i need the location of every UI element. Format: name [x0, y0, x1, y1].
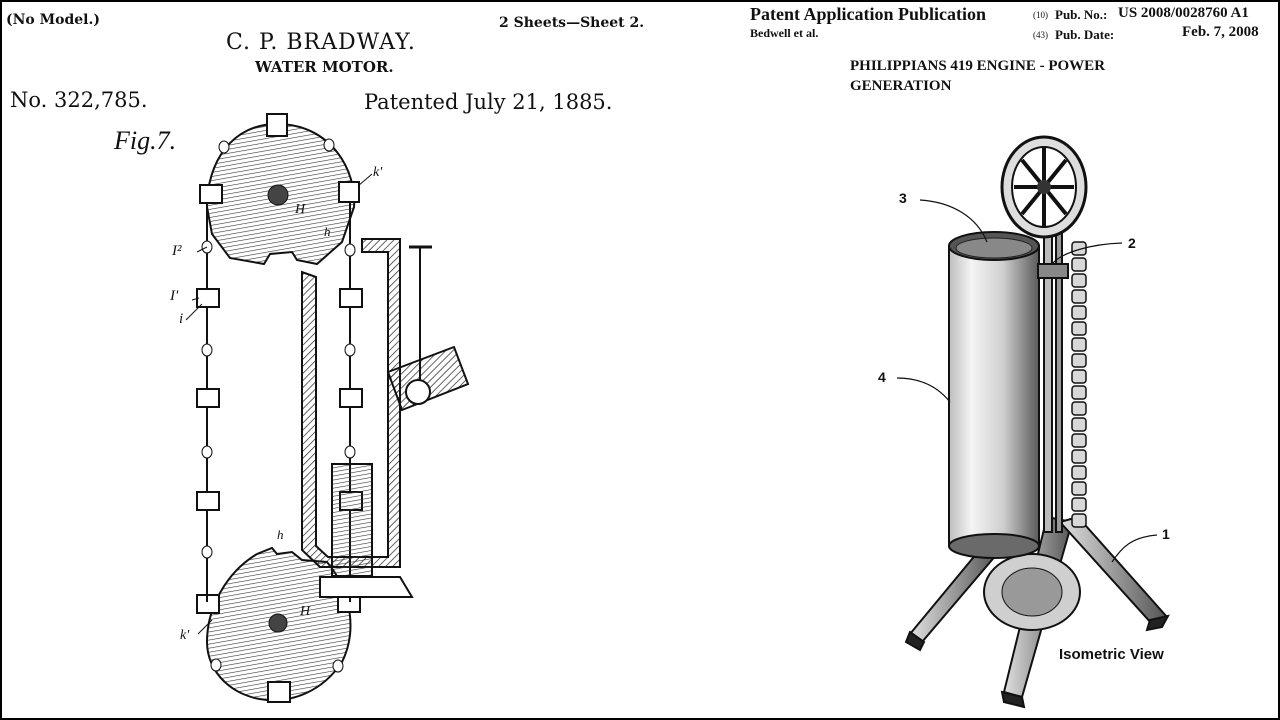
chain-link — [1071, 465, 1087, 480]
ref-k1-bottom: k' — [180, 628, 190, 643]
chain-link — [1071, 257, 1087, 272]
callout-2: 2 — [1128, 235, 1136, 251]
chain-link — [1071, 321, 1087, 336]
ref-H-bottom: H — [300, 604, 311, 619]
vertical-chain — [1071, 241, 1087, 528]
callout-4: 4 — [878, 369, 886, 385]
authors: Bedwell et al. — [750, 26, 819, 40]
chain-link — [1071, 497, 1087, 512]
main-cylinder — [948, 231, 1040, 559]
ref-h-bottom: h — [277, 527, 284, 542]
callout-3: 3 — [899, 190, 907, 206]
pub-no: US 2008/0028760 A1 — [1118, 5, 1249, 21]
chain-link — [1071, 513, 1087, 528]
patent-date: Patented July 21, 1885. — [364, 90, 613, 114]
inventor-name: C. P. BRADWAY. — [226, 30, 416, 55]
engine-isometric-drawing — [896, 135, 1170, 709]
chain-link — [1071, 305, 1087, 320]
ref-H-top: H — [295, 202, 306, 217]
sheets-note: 2 Sheets—Sheet 2. — [499, 15, 645, 31]
chain-link — [1071, 449, 1087, 464]
ref-h-top: h — [324, 224, 331, 239]
publication-title: Patent Application Publication — [750, 4, 987, 24]
bradway-patent-sheet: (No Model.) 2 Sheets—Sheet 2. C. P. BRAD… — [2, 2, 652, 718]
patent-number: No. 322,785. — [10, 88, 148, 112]
chain-link — [1071, 273, 1087, 288]
bedwell-patent-sheet: Patent Application Publication (10) Pub.… — [652, 2, 1278, 718]
chain-link — [1071, 433, 1087, 448]
chain-link — [1071, 401, 1087, 416]
ref-I1: I' — [170, 288, 179, 304]
top-wheel — [199, 113, 360, 266]
chain-link — [1071, 481, 1087, 496]
chain-link — [1071, 385, 1087, 400]
no-model-note: (No Model.) — [6, 12, 100, 28]
figure-label: Fig.7. — [114, 126, 177, 155]
callout-1: 1 — [1162, 526, 1170, 542]
left-chain — [196, 202, 220, 602]
water-column-housing — [301, 238, 470, 598]
top-wheel — [1000, 135, 1088, 239]
pub-no-label: Pub. No.: — [1055, 7, 1108, 22]
callout-leaders — [896, 199, 1158, 563]
pub-date-label: Pub. Date: — [1055, 27, 1115, 42]
chain-link — [1071, 353, 1087, 368]
ref-I2: I² — [172, 243, 182, 259]
chain-link — [1071, 241, 1087, 256]
reference-leaders — [185, 173, 373, 635]
piston-frame — [1037, 191, 1069, 533]
pub-date-prefix: (43) — [1033, 30, 1048, 40]
heading-line-1: PHILIPPIANS 419 ENGINE - POWER — [850, 58, 1106, 74]
lower-flywheel — [983, 553, 1081, 631]
ref-k1-top: k' — [373, 165, 383, 180]
chain-link — [1071, 417, 1087, 432]
pub-date: Feb. 7, 2008 — [1182, 24, 1259, 40]
chain-link — [1071, 337, 1087, 352]
water-motor-drawing — [185, 113, 470, 703]
chain-link — [1071, 369, 1087, 384]
ref-i: i — [179, 311, 184, 327]
heading-line-2: GENERATION — [850, 78, 952, 94]
chain-link — [1071, 289, 1087, 304]
isometric-view-caption: Isometric View — [1059, 646, 1164, 663]
bottom-wheel — [196, 546, 361, 703]
pub-no-prefix: (10) — [1033, 10, 1048, 20]
invention-title: WATER MOTOR. — [255, 58, 394, 76]
